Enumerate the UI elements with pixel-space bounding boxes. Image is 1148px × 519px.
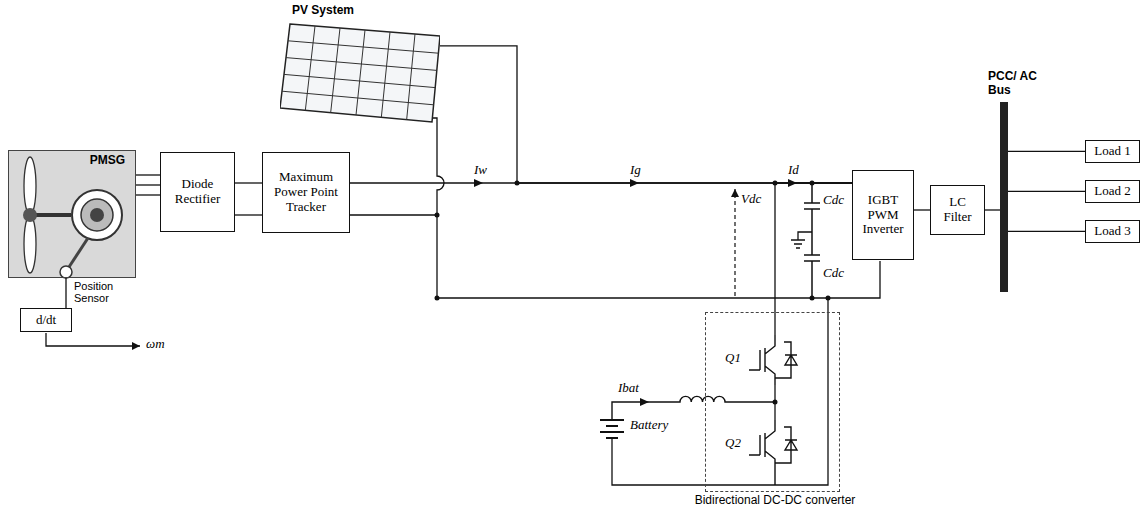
pv-cell-line — [305, 26, 315, 110]
pv-cell-line — [407, 34, 415, 120]
voltage-arrow — [734, 189, 735, 296]
turbine-hub — [23, 208, 37, 222]
wire — [1008, 231, 1085, 232]
signal-label: Ibat — [618, 381, 639, 395]
converter-rail — [612, 298, 828, 485]
junction-dot — [435, 296, 440, 301]
converter-boundary: Bidirectional DC-DC converter — [690, 312, 860, 508]
node-label: LC Filter — [935, 195, 980, 225]
load-box: Load 3 — [1085, 220, 1140, 243]
node-label: PV System — [280, 4, 440, 18]
generator-symbol — [72, 190, 122, 240]
wire — [1008, 191, 1085, 192]
pv-cell-line — [282, 91, 434, 105]
ac-bus-bar: PCC/ AC Bus — [988, 70, 1040, 292]
process-box: Diode Rectifier — [160, 152, 235, 232]
pv-array: PV System — [280, 4, 440, 130]
pv-cell-line — [286, 57, 437, 70]
ground-symbol — [791, 232, 812, 248]
node-label: Diode Rectifier — [165, 177, 230, 207]
wire — [985, 209, 1000, 210]
igbt-symbol — [749, 335, 797, 385]
pv-cell-line — [381, 32, 390, 117]
position-sensor — [60, 266, 72, 278]
pv-panel — [280, 22, 440, 130]
part-label: Position Sensor — [74, 280, 126, 304]
pv-cell-line — [331, 28, 340, 113]
load-box: Load 2 — [1085, 180, 1140, 203]
node-label: Load 1 — [1094, 144, 1130, 159]
signal-label: Battery — [630, 418, 668, 432]
signal-label: Q2 — [725, 436, 741, 450]
node-label: Bidirectional DC-DC converter — [690, 494, 860, 508]
node-label: Maximum Power Point Tracker — [267, 170, 345, 215]
sensor-link — [69, 238, 88, 267]
turbine-blade — [24, 157, 36, 215]
wire — [914, 209, 930, 210]
bus-bar — [1000, 102, 1008, 292]
wire — [136, 174, 160, 175]
generator-rotor — [81, 199, 113, 231]
dc-wire — [235, 214, 262, 215]
wire — [775, 183, 852, 312]
speed-signal — [46, 333, 140, 346]
housing-fill — [8, 150, 136, 278]
junction-dot — [435, 213, 440, 218]
generator-housing: PMSG — [8, 150, 136, 278]
generator-core — [90, 208, 104, 222]
pv-cell-line — [288, 41, 438, 53]
current-arrow — [640, 398, 649, 406]
process-box: d/dt — [20, 308, 72, 332]
signal-label: Id — [788, 163, 799, 177]
phase-wire — [136, 184, 160, 185]
turbine-shaft — [36, 213, 71, 217]
phase-wire — [136, 194, 160, 195]
node-label: Load 2 — [1094, 184, 1130, 199]
node-label: PMSG — [9, 151, 135, 168]
node-label: IGBT PWM Inverter — [857, 193, 909, 238]
wire — [235, 182, 262, 183]
capacitor-symbol — [804, 183, 820, 298]
pv-cell-line — [356, 30, 365, 115]
converter-wire — [774, 312, 775, 335]
igbt-symbol — [749, 420, 797, 485]
node-label: d/dt — [36, 313, 56, 328]
junction-dot — [810, 296, 815, 301]
signal-label: Cdc — [823, 193, 844, 207]
pv-cell-line — [284, 74, 435, 87]
signal-label: ωm — [146, 337, 165, 351]
pv-wire — [432, 118, 444, 215]
dc-bus-negative — [350, 215, 880, 298]
signal-label: Ig — [630, 163, 641, 177]
converter-outline — [705, 312, 840, 492]
pv-cell-grid — [282, 26, 438, 120]
signal-label: Q1 — [725, 351, 741, 365]
wire — [1008, 151, 1085, 152]
inductor-symbol — [612, 396, 775, 420]
process-box: LC Filter — [930, 185, 985, 235]
node-label: Load 3 — [1094, 224, 1130, 239]
process-box: Maximum Power Point Tracker — [262, 152, 350, 233]
wire — [440, 46, 852, 183]
signal-label: Vdc — [741, 192, 761, 206]
signal-label: Iw — [474, 163, 487, 177]
turbine-blade — [24, 215, 36, 273]
wire — [65, 278, 66, 308]
battery-symbol — [600, 420, 624, 438]
pv-panel-outline — [280, 24, 440, 122]
load-box: Load 1 — [1085, 140, 1140, 163]
signal-label: Cdc — [823, 266, 844, 280]
process-box: IGBT PWM Inverter — [852, 170, 914, 260]
node-label: PCC/ AC Bus — [988, 70, 1040, 98]
